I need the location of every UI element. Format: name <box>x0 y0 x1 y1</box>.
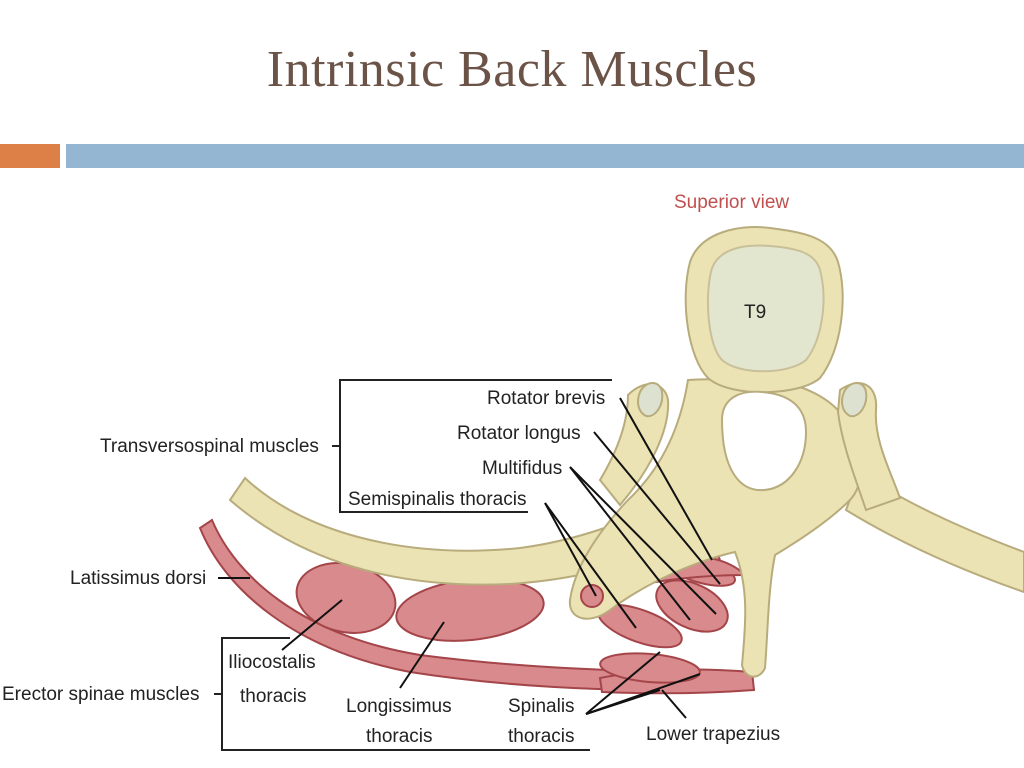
vertebral-body-inner <box>706 244 825 373</box>
right-articular-facet <box>841 382 868 418</box>
leader-lines <box>218 397 721 719</box>
vertebra-label: T9 <box>744 302 766 323</box>
title-accent-bar-orange <box>0 144 60 168</box>
label-rotator-brevis: Rotator brevis <box>487 388 605 409</box>
title-accent-bar-blue <box>66 144 1024 168</box>
left-articular-facet <box>637 382 664 418</box>
label-transversospinal-muscles: Transversospinal muscles <box>100 436 319 457</box>
slide-title: Intrinsic Back Muscles <box>266 41 758 98</box>
label-lower-trapezius: Lower trapezius <box>646 724 780 745</box>
label-multifidus: Multifidus <box>482 458 562 479</box>
label-spinalis-line2: thoracis <box>508 726 575 747</box>
label-semispinalis-thoracis: Semispinalis thoracis <box>348 489 526 510</box>
rib-tubercle <box>580 584 604 608</box>
vertebral-foramen <box>720 390 808 492</box>
multifidus-muscle <box>655 579 729 633</box>
label-latissimus-dorsi: Latissimus dorsi <box>70 568 206 589</box>
label-iliocostalis-line1: Iliocostalis <box>228 652 316 673</box>
label-longissimus-line1: Longissimus <box>346 696 452 717</box>
view-label: Superior view <box>674 192 789 213</box>
label-longissimus-line2: thoracis <box>366 726 433 747</box>
label-erector-spinae-muscles: Erector spinae muscles <box>2 684 199 705</box>
label-spinalis-line1: Spinalis <box>508 696 575 717</box>
spinalis-muscle <box>599 652 701 684</box>
label-rotator-longus: Rotator longus <box>457 423 581 444</box>
muscle-layer <box>198 518 756 695</box>
brackets <box>214 379 612 751</box>
label-iliocostalis-line2: thoracis <box>240 686 307 707</box>
